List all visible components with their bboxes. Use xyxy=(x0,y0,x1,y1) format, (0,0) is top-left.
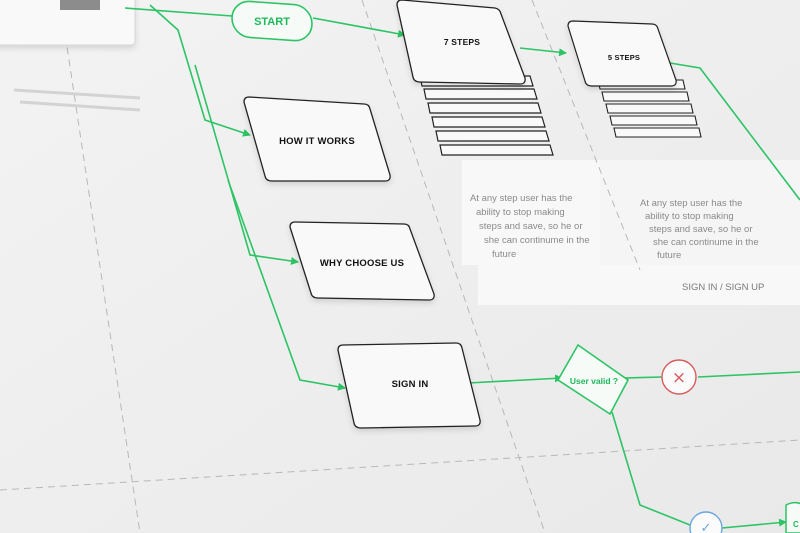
check-circle-icon xyxy=(689,511,723,533)
svg-text:At any step user has the: At any step user has the xyxy=(470,193,572,204)
svg-text:steps and save, so he or: steps and save, so he or xyxy=(649,224,753,235)
x-circle-icon xyxy=(661,359,697,395)
start-label: START xyxy=(254,16,290,28)
accept-node[interactable]: ✓ xyxy=(689,511,723,533)
seven-steps-label: 7 STEPS xyxy=(444,37,480,47)
svg-text:steps and save, so he or: steps and save, so he or xyxy=(479,221,583,232)
why-choose-us-label: WHY CHOOSE US xyxy=(320,258,404,269)
how-it-works-label: HOW IT WORKS xyxy=(279,136,355,147)
decision-node[interactable]: User valid ? xyxy=(556,343,630,416)
how-it-works-node[interactable] xyxy=(243,96,391,182)
five-steps-stack[interactable] xyxy=(567,20,702,138)
steps-note-right: At any step user has the ability to stop… xyxy=(640,198,759,261)
diamond-decision-icon xyxy=(556,343,630,416)
accept-symbol: ✓ xyxy=(701,521,712,533)
flow-connectors xyxy=(124,4,800,529)
svg-text:future: future xyxy=(492,249,516,260)
sign-in-node[interactable] xyxy=(337,342,481,429)
svg-text:At any step user has the: At any step user has the xyxy=(640,198,742,209)
five-steps-label: 5 STEPS xyxy=(608,53,640,62)
seven-steps-stack[interactable] xyxy=(396,0,554,156)
faint-annotation xyxy=(0,0,141,112)
sign-in-label: SIGN IN xyxy=(392,379,429,390)
why-choose-us-node[interactable] xyxy=(289,221,435,301)
reject-node[interactable]: × xyxy=(661,359,697,395)
notes-panel-right xyxy=(600,160,800,265)
partial-next-node[interactable]: C xyxy=(785,501,800,533)
sign-in-sign-up-link[interactable]: SIGN IN / SIGN UP xyxy=(682,282,764,293)
svg-text:ability to stop making: ability to stop making xyxy=(476,207,565,218)
steps-note-left: At any step user has the ability to stop… xyxy=(470,193,590,260)
start-node[interactable]: START xyxy=(231,0,313,42)
svg-text:future: future xyxy=(657,250,681,261)
svg-text:she can continume in the: she can continume in the xyxy=(484,235,590,246)
decision-label: User valid ? xyxy=(570,376,618,386)
svg-text:ability to stop making: ability to stop making xyxy=(645,211,734,222)
signin-signup-panel xyxy=(478,265,800,305)
reject-symbol: × xyxy=(672,368,686,388)
partial-next-label: C xyxy=(793,520,799,529)
svg-text:she can continume in the: she can continume in the xyxy=(653,237,759,248)
